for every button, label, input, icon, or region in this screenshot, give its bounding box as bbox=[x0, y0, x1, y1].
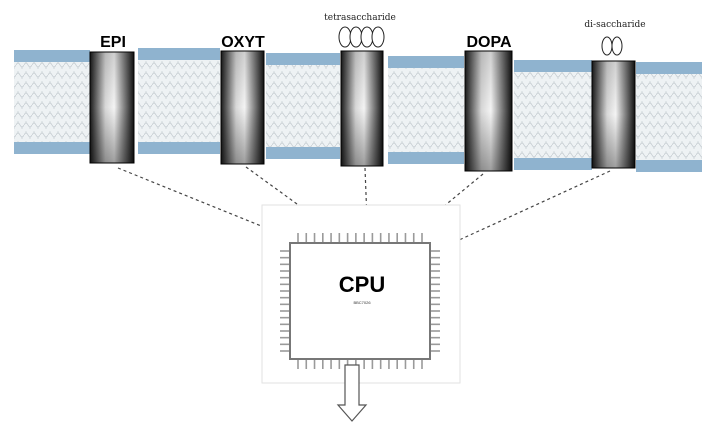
receptor-label-oxyt: OXYT bbox=[221, 34, 265, 51]
tetrasaccharide-icon bbox=[338, 26, 385, 48]
receptor-label-epi: EPI bbox=[100, 34, 126, 51]
cpu-label: CPU bbox=[339, 272, 385, 297]
membrane-segment bbox=[266, 53, 340, 159]
membrane-segment bbox=[636, 62, 702, 172]
cpu-pins bbox=[280, 233, 440, 369]
receptor-epi: EPI bbox=[89, 34, 135, 164]
cpu-chip: CPU BBC7026 bbox=[261, 204, 461, 384]
receptor-disaccharide: di-saccharide bbox=[584, 20, 646, 169]
arrow-disaccharide-to-cpu bbox=[445, 170, 611, 247]
membrane-segment bbox=[14, 50, 90, 154]
arrow-epi-to-cpu bbox=[117, 167, 287, 237]
membrane-segment bbox=[138, 48, 220, 154]
sugar-label-tetrasaccharide: tetrasaccharide bbox=[324, 13, 396, 23]
disaccharide-icon bbox=[601, 36, 623, 56]
membrane-segment bbox=[388, 56, 464, 164]
receptor-tetrasaccharide: tetrasaccharide bbox=[324, 13, 396, 167]
cpu-sublabel: BBC7026 bbox=[353, 300, 371, 305]
sugar-label-disaccharide: di-saccharide bbox=[584, 20, 645, 30]
cell-membrane bbox=[14, 48, 702, 172]
receptor-dopa: DOPA bbox=[464, 34, 513, 172]
receptor-label-dopa: DOPA bbox=[466, 34, 511, 51]
cpu-body bbox=[289, 242, 431, 360]
receptor-oxyt: OXYT bbox=[220, 34, 265, 165]
membrane-segment bbox=[514, 60, 592, 170]
output-arrow bbox=[336, 364, 368, 422]
arrow-oxyt-to-cpu bbox=[245, 166, 327, 226]
